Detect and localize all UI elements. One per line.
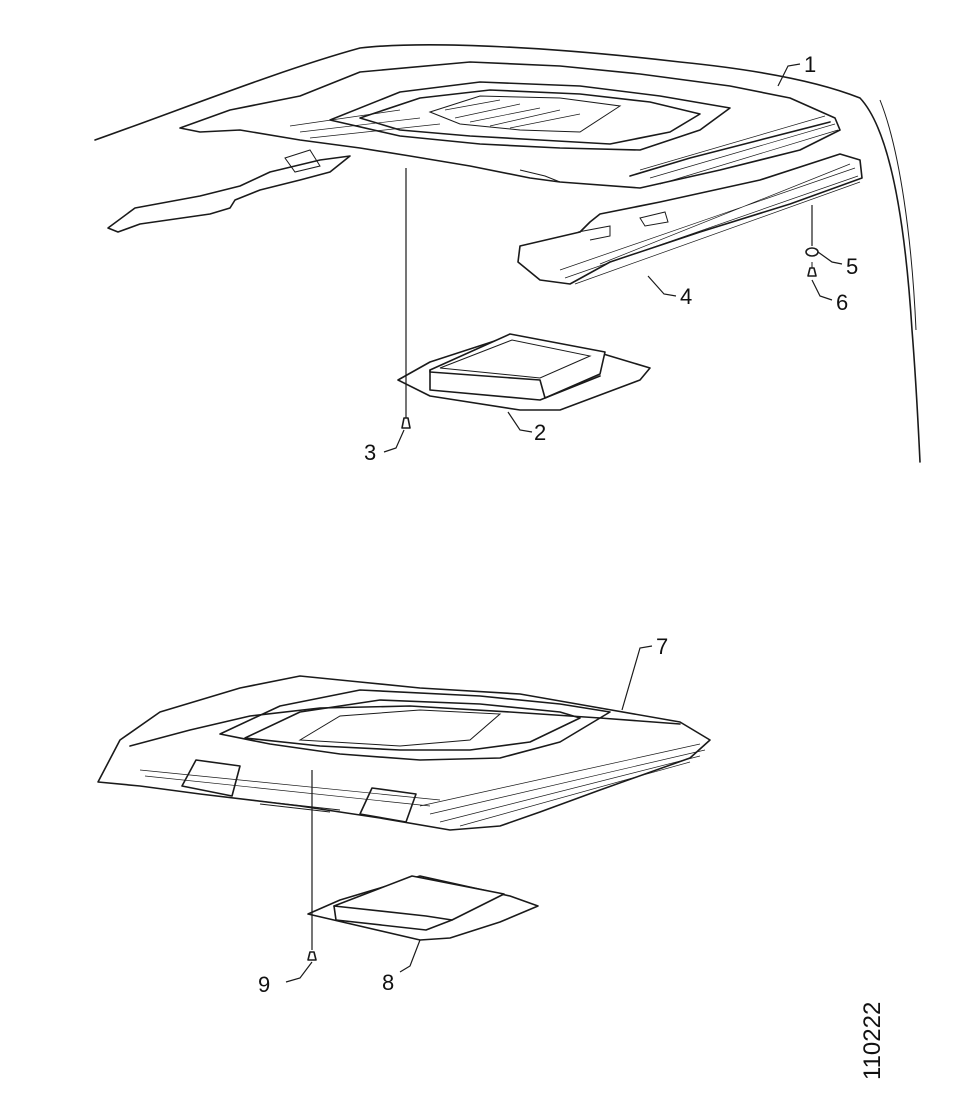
callout-7: 7 [656,634,668,659]
part-2-inner-frame [397,333,651,411]
leader-8 [399,939,421,973]
callout-9: 9 [258,972,270,997]
part-7-roof-module [97,675,711,831]
cab-roof-outline [94,44,921,463]
part-4-reinforcement-bar [517,153,863,285]
callout-6: 6 [836,290,848,315]
callout-3: 3 [364,440,376,465]
leader-1 [777,63,801,87]
callout-1: 1 [804,52,816,77]
part-6-screw [807,262,817,277]
leader-7 [621,645,653,711]
part-8-inner-frame [307,875,539,941]
part-3-fastener [401,417,411,429]
leader-5 [817,251,843,265]
leader-6 [811,279,833,301]
leader-9 [285,961,313,983]
callout-4: 4 [680,284,692,309]
part-9-fastener [307,951,317,961]
leader-2 [507,411,533,433]
callout-8: 8 [382,970,394,995]
leader-4 [647,275,677,297]
part-5-washer [805,247,819,257]
reference-number: 110222 [859,1002,886,1080]
part-1-roof-panel [107,61,841,233]
callout-5: 5 [846,254,858,279]
callout-2: 2 [534,420,546,445]
leader-3 [383,429,405,453]
